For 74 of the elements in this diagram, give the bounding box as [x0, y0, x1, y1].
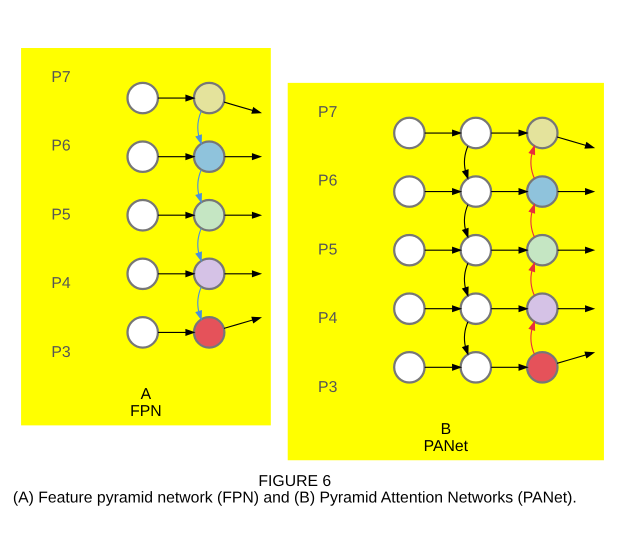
node-circle — [526, 174, 559, 208]
node-circle — [126, 140, 160, 172]
node-circle — [460, 116, 492, 149]
node-circle — [126, 81, 160, 114]
label: P4 — [51, 274, 71, 292]
node-circle — [126, 316, 160, 348]
node-circle — [526, 292, 559, 325]
arrow — [224, 101, 262, 114]
arrow — [528, 261, 536, 296]
node-circle — [526, 350, 559, 384]
node-circle — [192, 256, 226, 290]
arrow — [158, 270, 196, 277]
arrow — [491, 188, 529, 195]
label: P5 — [51, 206, 71, 223]
arrow — [556, 136, 596, 148]
arrow — [424, 188, 462, 195]
arrow — [491, 246, 529, 254]
arrow — [558, 304, 596, 312]
arrow — [491, 304, 529, 312]
arrow — [158, 211, 196, 218]
node-circle — [460, 292, 492, 325]
node-circle — [192, 140, 226, 172]
node-circle — [192, 316, 226, 348]
label: P3 — [51, 343, 71, 360]
node-circle — [526, 233, 559, 266]
node-circle — [126, 256, 160, 290]
label: P4 — [318, 310, 338, 327]
node-circle — [460, 350, 492, 384]
arrow — [528, 320, 536, 354]
label: P7 — [51, 68, 71, 86]
arrow — [224, 152, 262, 160]
node-circle — [460, 233, 492, 266]
arrow — [158, 328, 196, 336]
node-circle — [192, 198, 226, 232]
arrow — [158, 152, 196, 160]
label: P5 — [318, 240, 338, 258]
arrow — [224, 211, 262, 218]
diagram-title: FIGURE 6 — [258, 472, 332, 490]
arrow — [528, 144, 536, 178]
arrow — [462, 204, 469, 238]
arrow — [491, 363, 529, 370]
arrow — [491, 128, 529, 136]
label: P6 — [318, 172, 338, 190]
arrow — [195, 228, 202, 262]
arrow — [158, 94, 196, 102]
node-circle — [460, 174, 492, 208]
arrow — [558, 246, 596, 254]
node-circle — [393, 292, 426, 325]
arrow — [424, 363, 462, 370]
arrow — [462, 262, 469, 297]
label: P6 — [51, 137, 71, 154]
node-circle — [393, 350, 426, 384]
label: P7 — [318, 103, 338, 120]
arrow — [195, 110, 202, 144]
arrow — [424, 246, 462, 254]
arrow — [195, 169, 202, 204]
arrow — [462, 321, 469, 356]
arrow — [424, 304, 462, 312]
arrow — [556, 351, 596, 364]
node-circle — [192, 81, 226, 114]
arrow — [224, 270, 262, 277]
arrow — [528, 202, 536, 237]
label: P3 — [318, 378, 338, 396]
node-circle — [393, 174, 426, 208]
arrow — [195, 286, 202, 320]
node-circle — [393, 233, 426, 266]
node-circle — [126, 198, 160, 232]
node-circle — [393, 116, 426, 149]
arrow — [424, 128, 462, 136]
node-circle — [526, 116, 559, 149]
arrow — [224, 316, 262, 328]
arrow — [558, 188, 596, 195]
arrow — [462, 145, 469, 180]
caption: (A) Feature pyramid network (FPN) and (B) Pyramid Attention Networks (PANet). — [12, 489, 577, 506]
